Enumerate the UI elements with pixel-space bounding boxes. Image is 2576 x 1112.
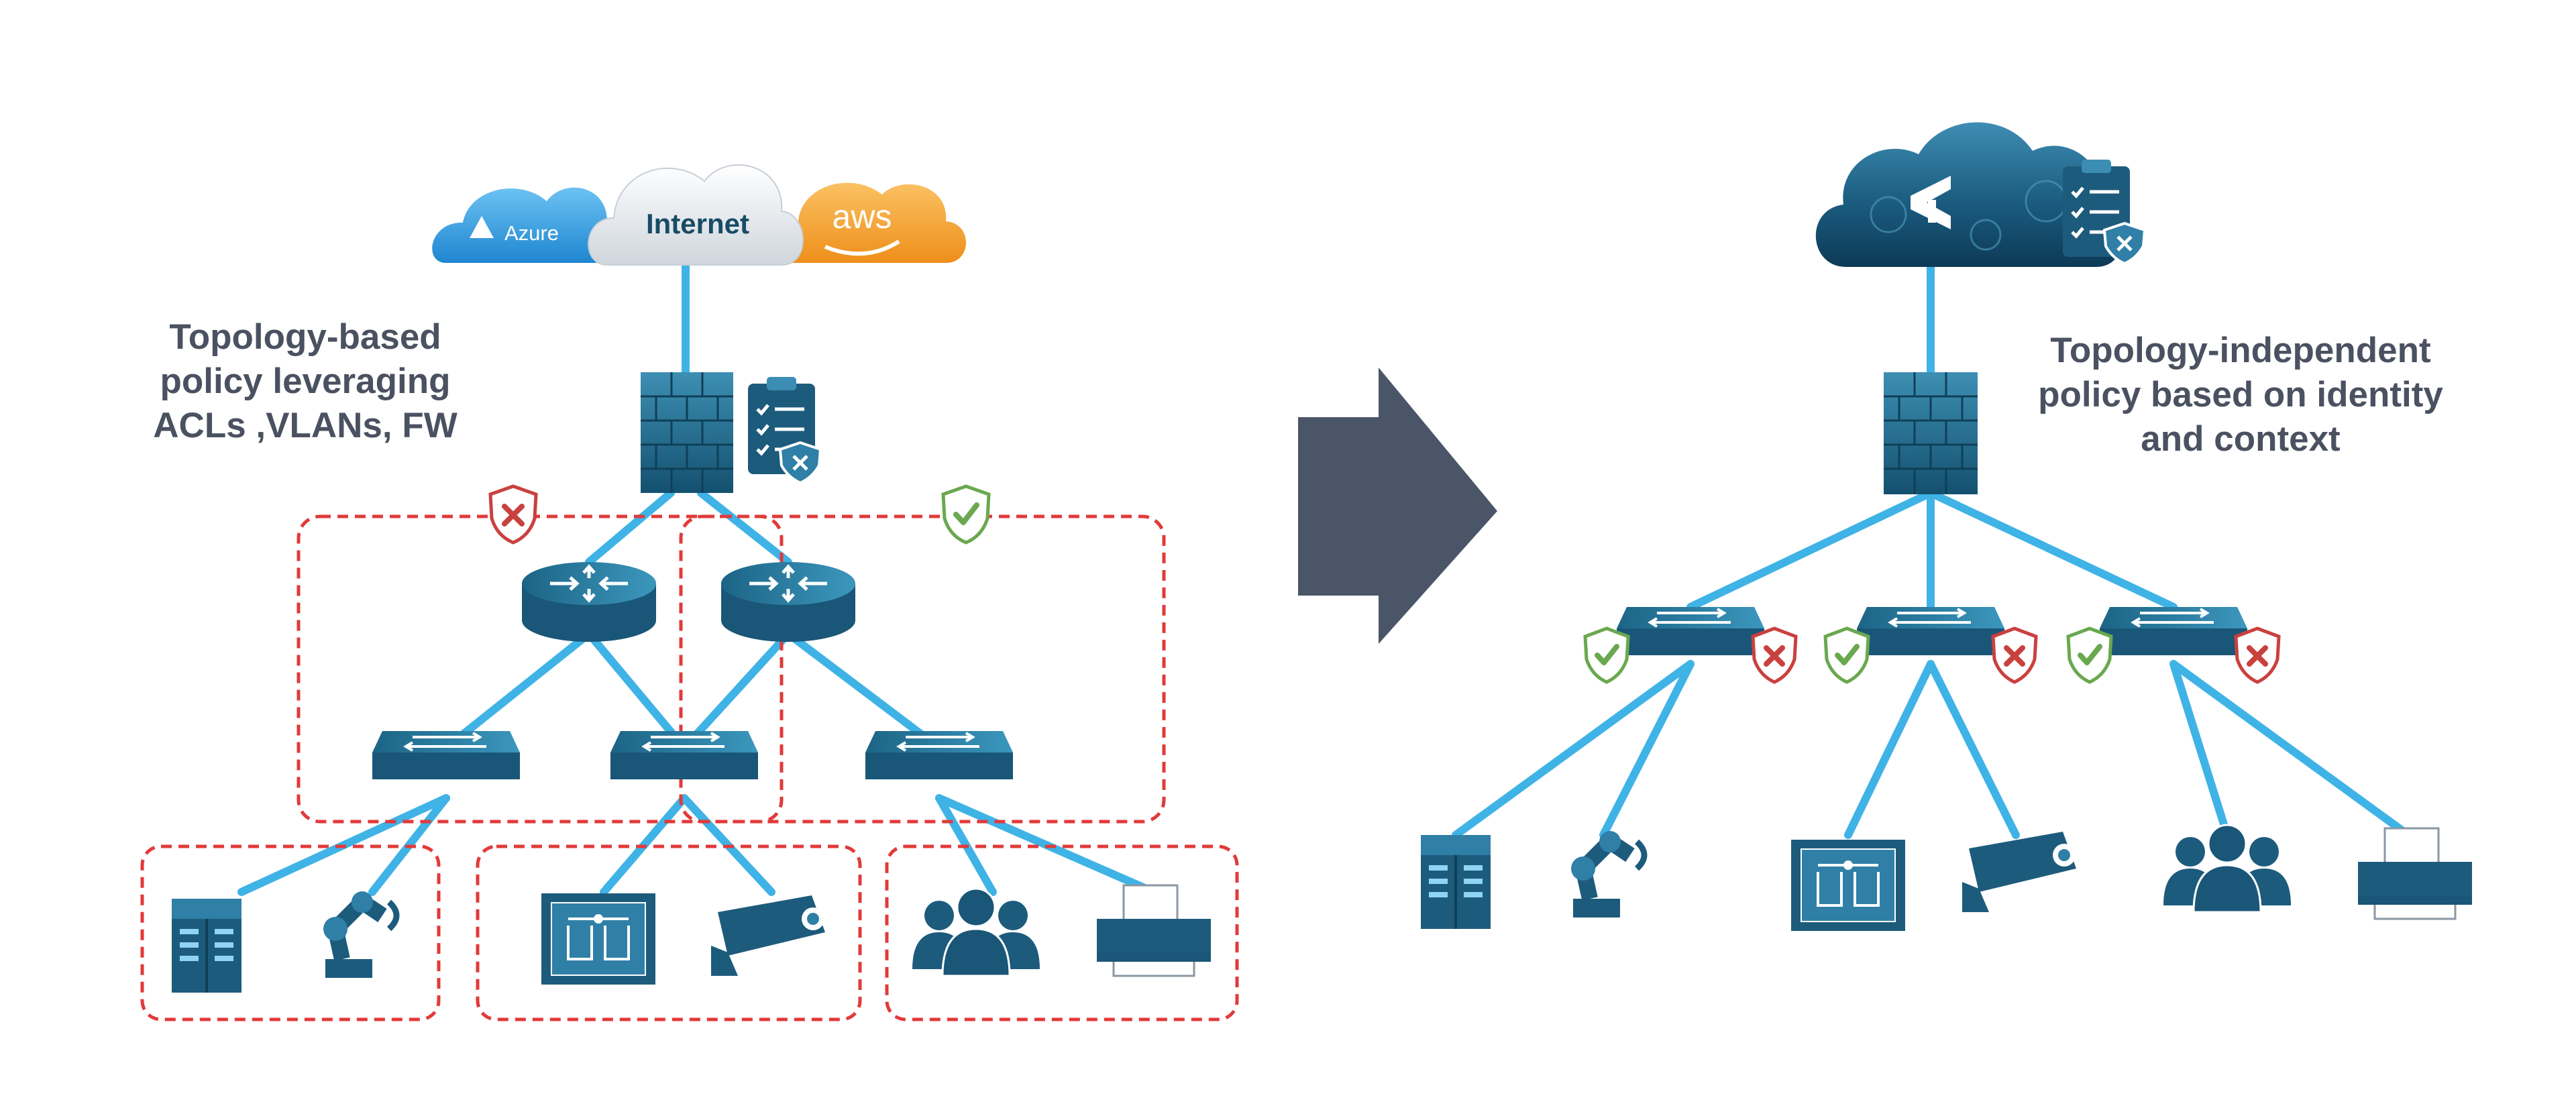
robot-arm-icon	[323, 891, 400, 978]
zone-hmi-camera	[476, 844, 862, 1021]
left-endpoints	[172, 884, 1211, 993]
switch-icon	[865, 731, 1013, 779]
router-icon-1	[522, 562, 656, 642]
printer-icon	[1097, 884, 1211, 977]
link-switch-c-printer	[2169, 660, 2412, 839]
allow-shield-icon	[941, 484, 991, 545]
firewall-icon-right	[1884, 372, 1978, 494]
right-switches	[1583, 607, 2281, 684]
left-switches	[372, 731, 1013, 779]
left-zones	[140, 514, 1239, 1021]
link-firewall-switch-c	[1927, 489, 2178, 611]
caption-line: Topology-based	[169, 317, 441, 357]
internet-cloud	[588, 164, 804, 266]
link-switch-c-users	[2169, 660, 2231, 839]
caption-line: ACLs ,VLANs, FW	[153, 406, 458, 445]
link-switch-b-camera	[1927, 660, 2020, 839]
right-links	[1452, 261, 2412, 839]
hmi-panel-icon	[1791, 840, 1905, 931]
azure-cloud	[432, 187, 629, 263]
deny-shield-icon	[488, 484, 538, 545]
allow-shield-icon	[1583, 626, 1630, 684]
link-router1-switch1	[442, 630, 593, 752]
link-switch-b-hmi	[1844, 660, 1935, 839]
switch-icon	[1617, 607, 1764, 655]
zone-ot-devices	[140, 844, 441, 1021]
right-endpoints	[1421, 824, 2472, 931]
aws-label: aws	[833, 198, 892, 235]
link-firewall-switch-a	[1686, 489, 1935, 611]
hmi-panel-icon	[541, 893, 655, 985]
aws-cloud	[773, 182, 966, 263]
link-firewall-router-1	[585, 489, 675, 566]
allow-shield-icon	[1823, 626, 1870, 684]
cloud-policy-service	[1815, 122, 2125, 267]
policy-clipboard-icon-right	[2063, 160, 2147, 266]
camera-icon	[1962, 832, 2076, 912]
switch-icon	[372, 731, 520, 779]
caption-line: policy based on identity	[2038, 375, 2443, 414]
zone-vlan-b	[679, 514, 1166, 824]
users-group-icon	[912, 887, 1040, 977]
link-switch-a-robot	[1599, 660, 1695, 839]
azure-logo-icon	[470, 216, 494, 238]
aws-smile-icon	[824, 239, 900, 256]
router-icon-2	[721, 562, 855, 642]
link-firewall-router-2	[697, 489, 792, 566]
policy-clipboard-icon	[748, 377, 822, 485]
zone-users-printer	[885, 844, 1239, 1021]
switch-icon	[2100, 607, 2247, 655]
link-switch-a-controller	[1452, 660, 1695, 839]
deny-shield-icon	[1751, 626, 1798, 684]
caption-line: and context	[2141, 419, 2341, 459]
azure-label: Azure	[504, 221, 559, 245]
caption-line: policy leveraging	[160, 362, 451, 401]
users-group-icon	[2163, 824, 2291, 913]
controller-icon	[172, 899, 241, 993]
switch-icon	[1857, 607, 2004, 655]
transition-arrow	[1298, 368, 1497, 644]
printer-icon	[2358, 827, 2472, 920]
topology-based-caption: Topology-based policy leveraging ACLs ,V…	[131, 315, 480, 448]
service-logo-icon	[1911, 176, 1951, 229]
deny-shield-icon	[1991, 626, 2038, 684]
deny-shield-icon	[2234, 626, 2281, 684]
switch-icon	[610, 731, 758, 779]
link-router1-switch2	[585, 630, 688, 752]
caption-line: Topology-independent	[2050, 331, 2431, 370]
firewall-icon	[641, 372, 733, 493]
camera-icon	[711, 895, 825, 976]
controller-icon	[1421, 835, 1491, 929]
topology-independent-caption: Topology-independent policy based on ide…	[2012, 329, 2469, 461]
allow-shield-icon	[2066, 626, 2113, 684]
link-router2-switch2	[680, 630, 792, 752]
robot-arm-icon	[1571, 831, 1648, 918]
zone-vlan-a	[297, 514, 784, 824]
internet-label: Internet	[646, 208, 749, 239]
link-router2-switch3	[784, 630, 943, 752]
